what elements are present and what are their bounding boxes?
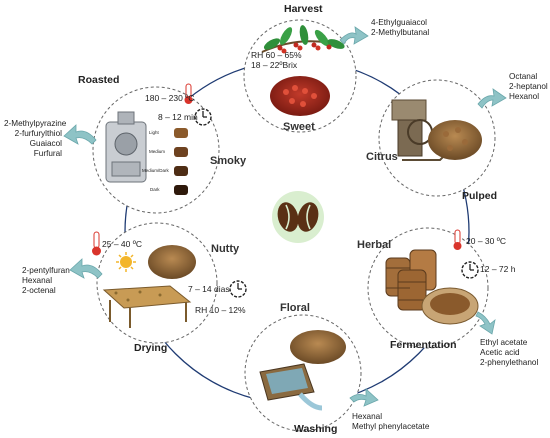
stage-title-fermentation: Fermentation [390, 339, 457, 351]
drying-rh: RH 10 – 12% [195, 305, 246, 315]
roast-level-dark: Dark [150, 187, 160, 192]
stage-title-roasted: Roasted [78, 74, 120, 86]
sun-icon [116, 252, 136, 272]
flavor-nutty: Nutty [211, 243, 240, 255]
roasted-circle [92, 86, 220, 214]
fermentation-circle [367, 227, 489, 349]
harvest-rh: RH 60 – 65% [251, 50, 302, 60]
flavor-floral: Floral [280, 302, 310, 314]
fermentation-arrow [475, 311, 496, 335]
compound-item: Ethyl acetate [480, 338, 528, 347]
pulped-arrow [477, 88, 507, 109]
flavor-herbal: Herbal [357, 239, 392, 251]
compound-item: Furfural [33, 148, 62, 158]
stage-title-pulped: Pulped [462, 190, 498, 202]
coffee-bean-logo [272, 191, 324, 243]
compound-item: Methyl phenylacetate [352, 421, 430, 431]
compounds-washing: Hexanal Methyl phenylacetate [352, 412, 429, 432]
flavor-smoky: Smoky [210, 155, 247, 167]
washing-arrow [349, 388, 379, 407]
roast-level-medium-dark: Medium/Dark [142, 168, 169, 173]
compounds-fermentation: Ethyl acetate Acetic acid 2-phenylethano… [480, 338, 538, 368]
thermometer-icon [453, 229, 462, 250]
harvest-circle [243, 19, 357, 133]
compound-item: 2-Methylbutanal [371, 27, 430, 37]
compound-item: Octanal [509, 72, 538, 81]
stage-title-washing: Washing [294, 423, 338, 435]
compound-item: Hexanal [352, 412, 383, 421]
roast-level-medium: Medium [149, 149, 166, 154]
roast-level-light: Light [149, 130, 159, 135]
drying-circle [96, 222, 218, 344]
harvest-arrow [339, 26, 369, 45]
harvest-brix: 18 – 22ºBrix [251, 60, 298, 70]
compound-item: 2-pentylfuran [22, 266, 70, 275]
drying-temp: 25 – 40 ºC [102, 239, 142, 249]
compound-item: Hexanal [22, 275, 53, 285]
compounds-pulped: Octanal 2-heptanol Hexanol [509, 72, 548, 102]
compounds-harvest: 4-Ethylguaiacol 2-Methylbutanal [371, 18, 429, 38]
clock-icon [461, 261, 479, 279]
compounds-roasted: 2-Methylpyrazine 2-furfurylthiol Guaiaco… [4, 119, 67, 158]
roasted-temp: 180 – 230 ºC [145, 93, 195, 103]
compound-item: 2-Methylpyrazine [4, 119, 67, 128]
drying-arrow [69, 258, 103, 279]
roasted-time: 8 – 12 min [158, 112, 198, 122]
pulped-circle [378, 79, 496, 197]
thermometer-icon [92, 231, 101, 256]
clock-icon [194, 108, 212, 126]
compound-item: Hexanol [509, 91, 540, 101]
stage-title-drying: Drying [134, 342, 168, 354]
compounds-drying: 2-pentylfuran Hexanal 2-octenal [22, 266, 70, 296]
compound-item: 2-phenylethanol [480, 357, 539, 367]
flavor-citrus: Citrus [366, 151, 398, 163]
compound-item: 2-heptanol [509, 81, 548, 91]
fermentation-temp: 20 – 30 ºC [466, 236, 506, 246]
compound-item: 4-Ethylguaiacol [371, 18, 427, 27]
thermometer-icon [184, 83, 193, 104]
roasted-arrow [63, 124, 97, 145]
flavor-sweet: Sweet [283, 121, 315, 133]
compound-item: Acetic acid [480, 347, 520, 357]
compound-item: 2-furfurylthiol [14, 128, 62, 138]
fermentation-time: 12 – 72 h [480, 264, 516, 274]
compound-item: Guaiacol [29, 138, 62, 148]
drying-days: 7 – 14 dias [188, 284, 230, 294]
stage-title-harvest: Harvest [284, 3, 323, 15]
compound-item: 2-octenal [22, 285, 56, 295]
clock-icon [229, 280, 247, 298]
washing-circle [244, 314, 362, 432]
